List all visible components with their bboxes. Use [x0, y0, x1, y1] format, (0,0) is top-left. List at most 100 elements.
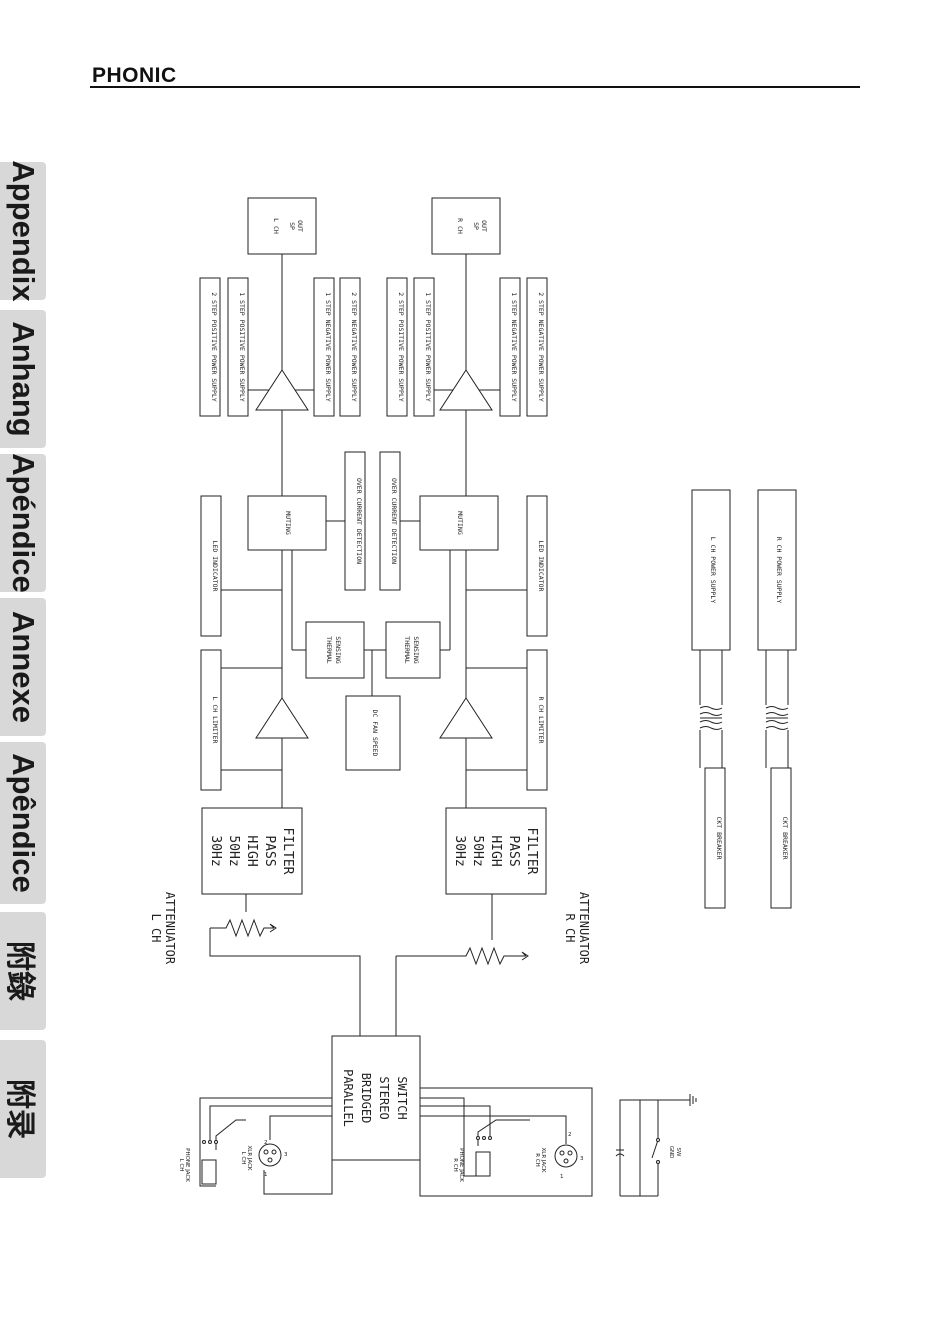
- r-pos-supply-1-block: [413, 277, 435, 417]
- l-xlr-pin-3: 3: [284, 1152, 288, 1158]
- l-power-supply-block: [691, 489, 731, 651]
- r-limiter-label: R CH LIMITER: [537, 697, 545, 744]
- mode-switch-label-1: PARALLEL: [341, 1069, 355, 1127]
- r-ckt-breaker-label: CKT BREAKER: [781, 816, 789, 859]
- r-attenuator-label-2: ATTENUATOR: [577, 892, 591, 965]
- mode-switch-label-3: STEREO: [377, 1076, 391, 1119]
- r-limiter-block: [526, 649, 548, 791]
- l-neg-supply-2-label: 2 STEP NEGATIVE POWER SUPPLY: [350, 292, 358, 402]
- gnd-sw-label-1: GND: [668, 1146, 674, 1159]
- l-power-supply-label: L CH POWER SUPPLY: [709, 537, 717, 604]
- r-led-indicator-block: [526, 495, 548, 637]
- r-xlr-jack-label-2: XLR JACK: [540, 1147, 546, 1172]
- l-muting-block: [247, 495, 327, 551]
- l-pos-supply-1-label: 1 STEP POSITIVE POWER SUPPLY: [238, 292, 246, 402]
- r-attenuator-pot: [396, 946, 526, 966]
- r-muting-label: MUTING: [456, 511, 464, 535]
- l-hpf-label-1: 30Hz: [208, 835, 223, 866]
- tab-anhang[interactable]: Anhang: [0, 310, 46, 448]
- l-pos-supply-2-block: [199, 277, 221, 417]
- r-pos-supply-1-label: 1 STEP POSITIVE POWER SUPPLY: [424, 292, 432, 402]
- r-pos-supply-2-label: 2 STEP POSITIVE POWER SUPPLY: [397, 292, 405, 402]
- l-led-indicator-label: LED INDICATOR: [211, 541, 219, 592]
- l-thermal-label-2: SENSING: [334, 636, 342, 663]
- l-muting-label: MUTING: [284, 511, 292, 535]
- l-xlr-jack: [258, 1143, 282, 1167]
- l-neg-supply-1-block: [313, 277, 335, 417]
- tab-annexe[interactable]: Annexe: [0, 598, 46, 736]
- r-sp-out-label-3: OUT: [480, 220, 488, 232]
- l-input-amp: [255, 697, 309, 739]
- l-sp-out-label-1: L CH: [272, 218, 280, 234]
- l-sp-out-label-3: OUT: [296, 220, 304, 232]
- l-sp-out-block: [247, 197, 317, 255]
- l-attenuator-label-1: L CH: [149, 914, 163, 943]
- r-xlr-jack: [554, 1144, 578, 1168]
- mode-switch-label-2: BRIDGED: [359, 1073, 373, 1124]
- r-hpf-label-1: 30Hz: [452, 835, 467, 866]
- tab-appendix-zh-tw[interactable]: 附錄: [0, 912, 46, 1030]
- r-ckt-breaker-block: [770, 767, 792, 909]
- l-attenuator-pot: [210, 918, 274, 938]
- l-xlr-jack-label-1: L CH: [240, 1152, 246, 1165]
- l-attenuator-label-2: ATTENUATOR: [163, 892, 177, 965]
- mode-switch-label-4: SWITCH: [395, 1076, 409, 1119]
- r-xlr-pin-3: 3: [580, 1156, 584, 1162]
- r-input-amp: [439, 697, 493, 739]
- l-hpf-label-2: 50Hz: [226, 835, 241, 866]
- tab-apendice-pt[interactable]: Apêndice: [0, 742, 46, 904]
- r-xlr-pin-1: 1: [560, 1174, 564, 1180]
- r-thermal-label-1: THERMAL: [403, 636, 411, 663]
- brand-logo: PHONIC: [92, 64, 177, 87]
- l-ckt-breaker-block: [704, 767, 726, 909]
- r-xlr-jack-label-1: R CH: [534, 1153, 540, 1167]
- gnd-sw-label-2: SW: [675, 1148, 681, 1157]
- r-power-supply-block: [757, 489, 797, 651]
- r-neg-supply-1-block: [499, 277, 521, 417]
- l-hpf-label-5: FILTER: [280, 828, 295, 875]
- r-phone-jack: [475, 1151, 491, 1177]
- l-over-current-label: OVER CURRENT DETECTION: [355, 478, 363, 564]
- l-thermal-label-1: THERMAL: [325, 636, 333, 663]
- r-hpf-label-3: HIGH: [488, 835, 503, 866]
- l-hpf-block: [201, 807, 303, 895]
- l-xlr-pin-2: 2: [264, 1140, 268, 1146]
- r-sp-out-block: [431, 197, 501, 255]
- r-led-indicator-label: LED INDICATOR: [537, 541, 545, 592]
- l-pos-supply-1-block: [227, 277, 249, 417]
- l-hpf-label-4: PASS: [262, 835, 277, 866]
- r-thermal-label-2: SENSING: [412, 636, 420, 663]
- l-xlr-jack-label-2: XLR JACK: [246, 1145, 252, 1170]
- tab-appendix-zh-cn[interactable]: 附录: [0, 1040, 46, 1178]
- r-attenuator-label-1: R CH: [563, 914, 577, 943]
- l-hpf-label-3: HIGH: [244, 835, 259, 866]
- tab-apendice-es[interactable]: Apéndice: [0, 453, 46, 593]
- tab-appendix[interactable]: Appendix: [0, 160, 46, 302]
- r-hpf-label-5: FILTER: [524, 828, 539, 875]
- l-ckt-breaker-label: CKT BREAKER: [715, 816, 723, 859]
- l-limiter-label: L CH LIMITER: [211, 697, 219, 744]
- r-over-current-label: OVER CURRENT DETECTION: [390, 478, 398, 564]
- r-hpf-label-2: 50Hz: [470, 835, 485, 866]
- r-hpf-label-4: PASS: [506, 835, 521, 866]
- r-phone-jack-label-1: R CH: [452, 1158, 458, 1172]
- l-pos-supply-2-label: 2 STEP POSITIVE POWER SUPPLY: [210, 292, 218, 402]
- r-xlr-pin-2: 2: [568, 1132, 572, 1138]
- l-xlr-pin-1: 1: [264, 1172, 268, 1178]
- l-limiter-block: [200, 649, 222, 791]
- l-neg-supply-2-block: [339, 277, 361, 417]
- r-neg-supply-2-block: [526, 277, 548, 417]
- r-hpf-block: [445, 807, 547, 895]
- r-power-supply-label: R CH POWER SUPPLY: [775, 537, 783, 604]
- dc-fan-speed-block: [345, 695, 401, 771]
- header-rule: [90, 86, 860, 88]
- mode-switch-block: [331, 1035, 421, 1161]
- l-phone-jack-label-1: L CH: [178, 1159, 184, 1172]
- l-phone-jack: [201, 1159, 217, 1185]
- dc-fan-speed-label: DC FAN SPEED: [371, 710, 379, 757]
- r-pos-supply-2-block: [386, 277, 408, 417]
- r-neg-supply-2-label: 2 STEP NEGATIVE POWER SUPPLY: [537, 292, 545, 402]
- r-phone-jack-label-2: PHONE JACK: [458, 1148, 464, 1182]
- l-transformer: [699, 706, 723, 730]
